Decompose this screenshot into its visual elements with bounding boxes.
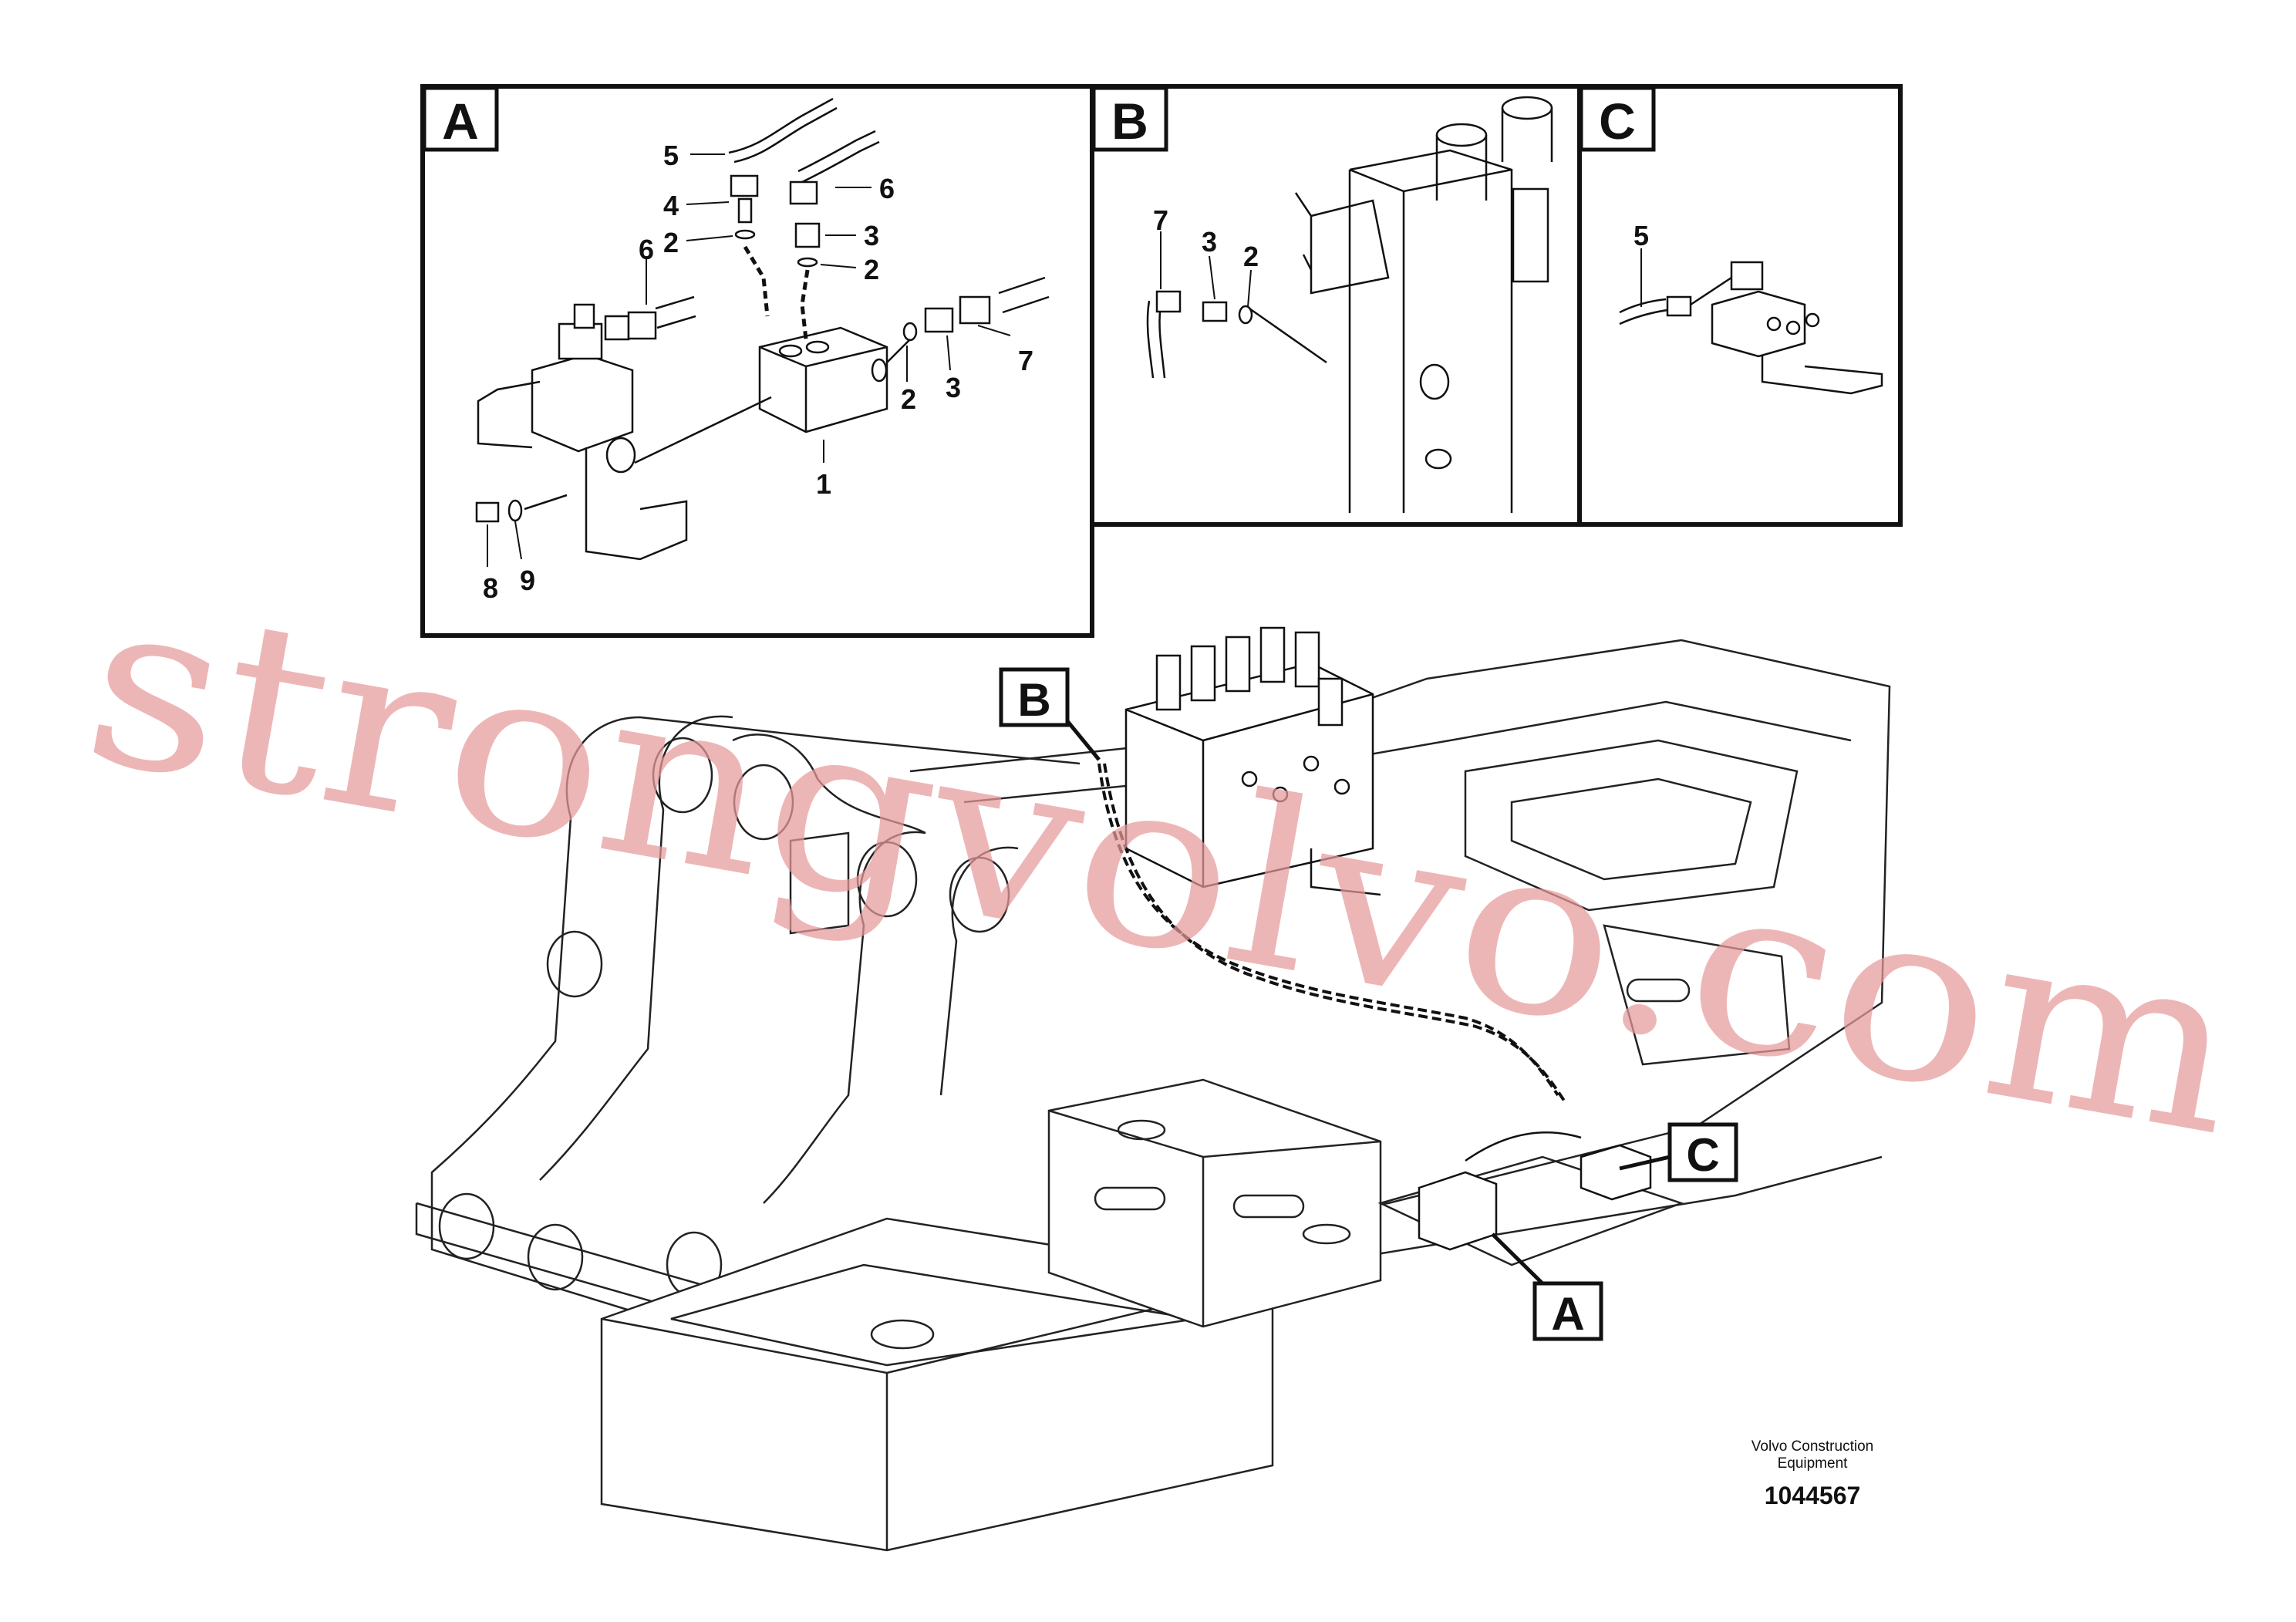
part-number-8: 8 bbox=[483, 572, 498, 604]
panel-c-letter: C bbox=[1599, 93, 1636, 150]
detail-panel-c bbox=[1577, 84, 1903, 527]
part-number-2: 2 bbox=[663, 227, 679, 258]
part-number-7: 7 bbox=[1018, 345, 1033, 376]
part-number-2: 2 bbox=[864, 254, 879, 285]
part-number-4: 4 bbox=[663, 190, 679, 221]
part-number-7: 7 bbox=[1153, 204, 1168, 236]
part-number-3: 3 bbox=[864, 220, 879, 251]
part-number-2: 2 bbox=[901, 383, 916, 415]
part-number-6: 6 bbox=[639, 234, 654, 265]
callout-c bbox=[1619, 1122, 1738, 1182]
drawing-number: 1044567 bbox=[1764, 1482, 1861, 1509]
hydraulic-hose-routing bbox=[1097, 763, 1567, 1104]
part-number-5: 5 bbox=[663, 140, 679, 171]
solenoid-valve-assembly bbox=[1418, 1131, 1652, 1251]
part-number-9: 9 bbox=[520, 565, 535, 596]
callout-a-letter: A bbox=[1551, 1288, 1584, 1340]
control-valve-assembly bbox=[1124, 626, 1381, 896]
panel-a-parts bbox=[475, 97, 1050, 561]
panel-b-letter: B bbox=[1111, 93, 1148, 150]
panel-a-letter: A bbox=[442, 93, 479, 150]
part-number-5: 5 bbox=[1633, 220, 1649, 251]
part-number-3: 3 bbox=[946, 372, 961, 403]
panel-a-part-numbers: 5 4 2 6 3 2 6 7 2 3 1 8 9 bbox=[483, 140, 1033, 604]
callout-b-letter: B bbox=[1017, 674, 1050, 726]
callout-b bbox=[999, 667, 1101, 761]
part-number-3: 3 bbox=[1202, 226, 1217, 258]
drawing-footer: Volvo Construction Equipment 1044567 bbox=[1666, 1438, 1959, 1510]
panel-b-parts bbox=[1146, 96, 1553, 513]
manufacturer-name-line1: Volvo Construction bbox=[1751, 1438, 1874, 1455]
callout-a bbox=[1491, 1233, 1603, 1341]
panel-a-leaders bbox=[487, 153, 1011, 567]
part-number-2: 2 bbox=[1243, 241, 1259, 272]
part-number-1: 1 bbox=[816, 468, 831, 500]
panel-b-part-numbers: 7 3 2 bbox=[1153, 204, 1259, 272]
callout-c-letter: C bbox=[1686, 1129, 1719, 1181]
manufacturer-name-line2: Equipment bbox=[1777, 1455, 1848, 1472]
part-number-6: 6 bbox=[879, 173, 895, 204]
panel-b-leaders bbox=[1160, 231, 1252, 308]
panel-c-parts bbox=[1619, 261, 1883, 395]
machine-frame-drawing bbox=[415, 639, 1891, 1552]
detail-panel-a bbox=[420, 84, 1094, 638]
